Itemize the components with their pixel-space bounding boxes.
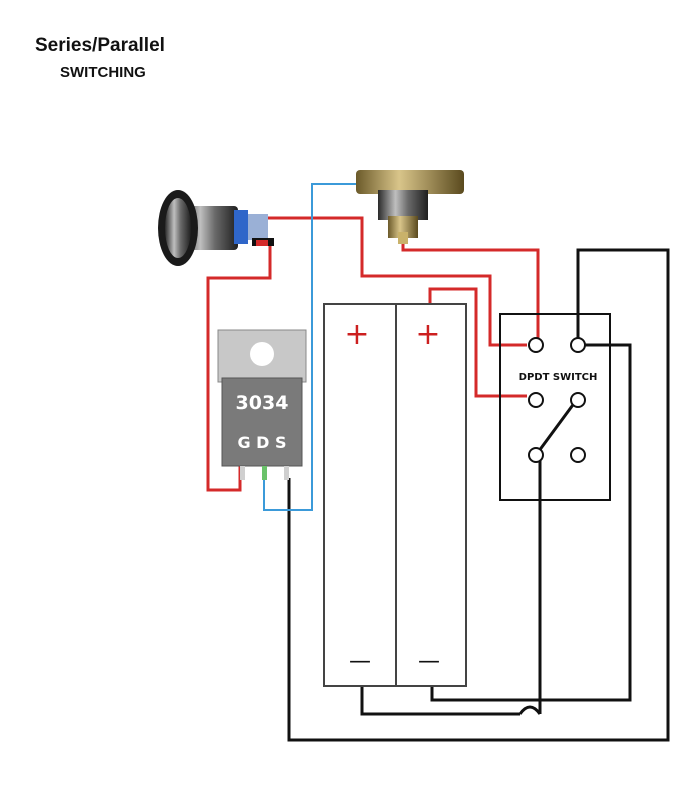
wire-mosfet-drain-to-connector: [263, 183, 360, 511]
battery-left: [323, 303, 397, 687]
wire-battery-positive-right: [428, 287, 527, 398]
battery-left-positive: +: [344, 317, 369, 352]
mosfet-pin-source: [284, 466, 289, 480]
switch-terminal-1: [528, 337, 544, 353]
battery-pack: + + — —: [323, 303, 467, 687]
switch-terminal-5: [528, 447, 544, 463]
switch-terminal-3: [528, 392, 544, 408]
mosfet-part-number: 3034: [236, 392, 289, 414]
mosfet-pin-labels: G D S: [237, 433, 286, 452]
510-connector-icon: [356, 170, 464, 244]
mosfet-body: [221, 377, 303, 467]
battery-right: [395, 303, 467, 687]
switch-toggle-link: [534, 397, 580, 456]
switch-terminal-2: [570, 337, 586, 353]
wire-battery-right-bottom: [430, 343, 632, 702]
black-wires: [287, 248, 670, 742]
diagram-subtitle: SWITCHING: [60, 64, 146, 81]
mosfet-pin-gate: [240, 466, 245, 480]
battery-right-positive: +: [415, 317, 440, 352]
push-button-icon: [158, 190, 274, 266]
wire-mosfet-source-to-bottom: [287, 248, 670, 742]
battery-left-negative: —: [349, 649, 371, 674]
wire-crossover-hop: [518, 705, 542, 715]
battery-right-negative: —: [418, 649, 440, 674]
mosfet: 3034 G D S: [217, 329, 307, 480]
switch-body: [499, 313, 611, 501]
mosfet-pin-drain: [262, 466, 267, 480]
switch-terminal-4: [570, 392, 586, 408]
red-wires: [206, 216, 540, 492]
switch-terminal-6: [570, 447, 586, 463]
wire-button-to-mosfet-gate: [206, 244, 272, 492]
diagram-title: Series/Parallel: [35, 35, 165, 56]
dpdt-switch: DPDT SWITCH: [499, 313, 611, 501]
mosfet-mount-hole: [250, 342, 274, 366]
wire-battery-negative-left: [360, 686, 520, 716]
blue-wires: [263, 183, 360, 511]
switch-label: DPDT SWITCH: [519, 372, 598, 383]
wire-button-to-switch: [262, 216, 527, 347]
